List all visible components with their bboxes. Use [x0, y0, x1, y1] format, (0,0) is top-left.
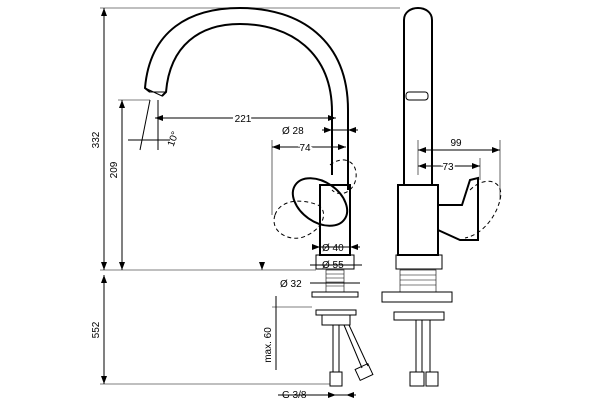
fixing-nut — [321, 314, 351, 326]
dim-reach: 221 — [235, 114, 252, 125]
dim-body-diameter: Ø 40 — [322, 243, 344, 254]
spout-inner — [161, 22, 333, 175]
hose-fitting-left — [329, 371, 343, 387]
side-view-faucet — [381, 7, 502, 387]
front-view-faucet — [143, 6, 374, 387]
handle-alt-position — [273, 200, 324, 239]
spout-outer — [143, 6, 349, 190]
side-handle — [437, 176, 479, 241]
spout-tip — [144, 87, 168, 97]
dim-hole-diameter: Ø 32 — [280, 279, 302, 290]
threaded-rod — [325, 269, 345, 293]
hose-fitting-right — [354, 362, 374, 382]
dim-angle: 10° — [166, 130, 182, 148]
dimension-lines — [100, 7, 501, 398]
dim-handle-offset: 74 — [299, 143, 311, 154]
dim-max-thickness: max. 60 — [263, 327, 274, 363]
side-threaded-rod — [399, 269, 437, 293]
side-nut — [393, 311, 445, 321]
dimension-labels: 332 209 552 221 10° Ø 28 74 Ø 40 Ø 55 Ø … — [91, 112, 462, 400]
counter-top-plate — [311, 291, 359, 298]
side-handle-alt — [464, 180, 502, 239]
dim-side-lever: 73 — [442, 162, 454, 173]
side-base — [395, 254, 443, 270]
handle-alt-position-2 — [329, 159, 357, 194]
side-fitting-left — [409, 371, 425, 387]
dim-height-total: 332 — [91, 131, 102, 148]
hose-right-b — [348, 324, 369, 367]
side-spout — [403, 7, 433, 185]
dim-below-counter: 552 — [91, 321, 102, 338]
dim-spout-diameter: Ø 28 — [282, 126, 304, 137]
hose-right — [343, 324, 363, 369]
side-aerator — [405, 91, 429, 101]
base-ring — [315, 254, 355, 270]
handle-lever — [291, 177, 349, 227]
dim-thread: G 3/8 — [282, 390, 307, 400]
dim-height-spout: 209 — [109, 161, 120, 178]
counter-bottom-plate — [315, 309, 357, 316]
side-counter — [381, 291, 453, 303]
dim-base-diameter: Ø 55 — [322, 260, 344, 271]
side-body — [397, 184, 439, 256]
side-fitting-right — [425, 371, 439, 387]
dim-side-depth: 99 — [450, 138, 462, 149]
